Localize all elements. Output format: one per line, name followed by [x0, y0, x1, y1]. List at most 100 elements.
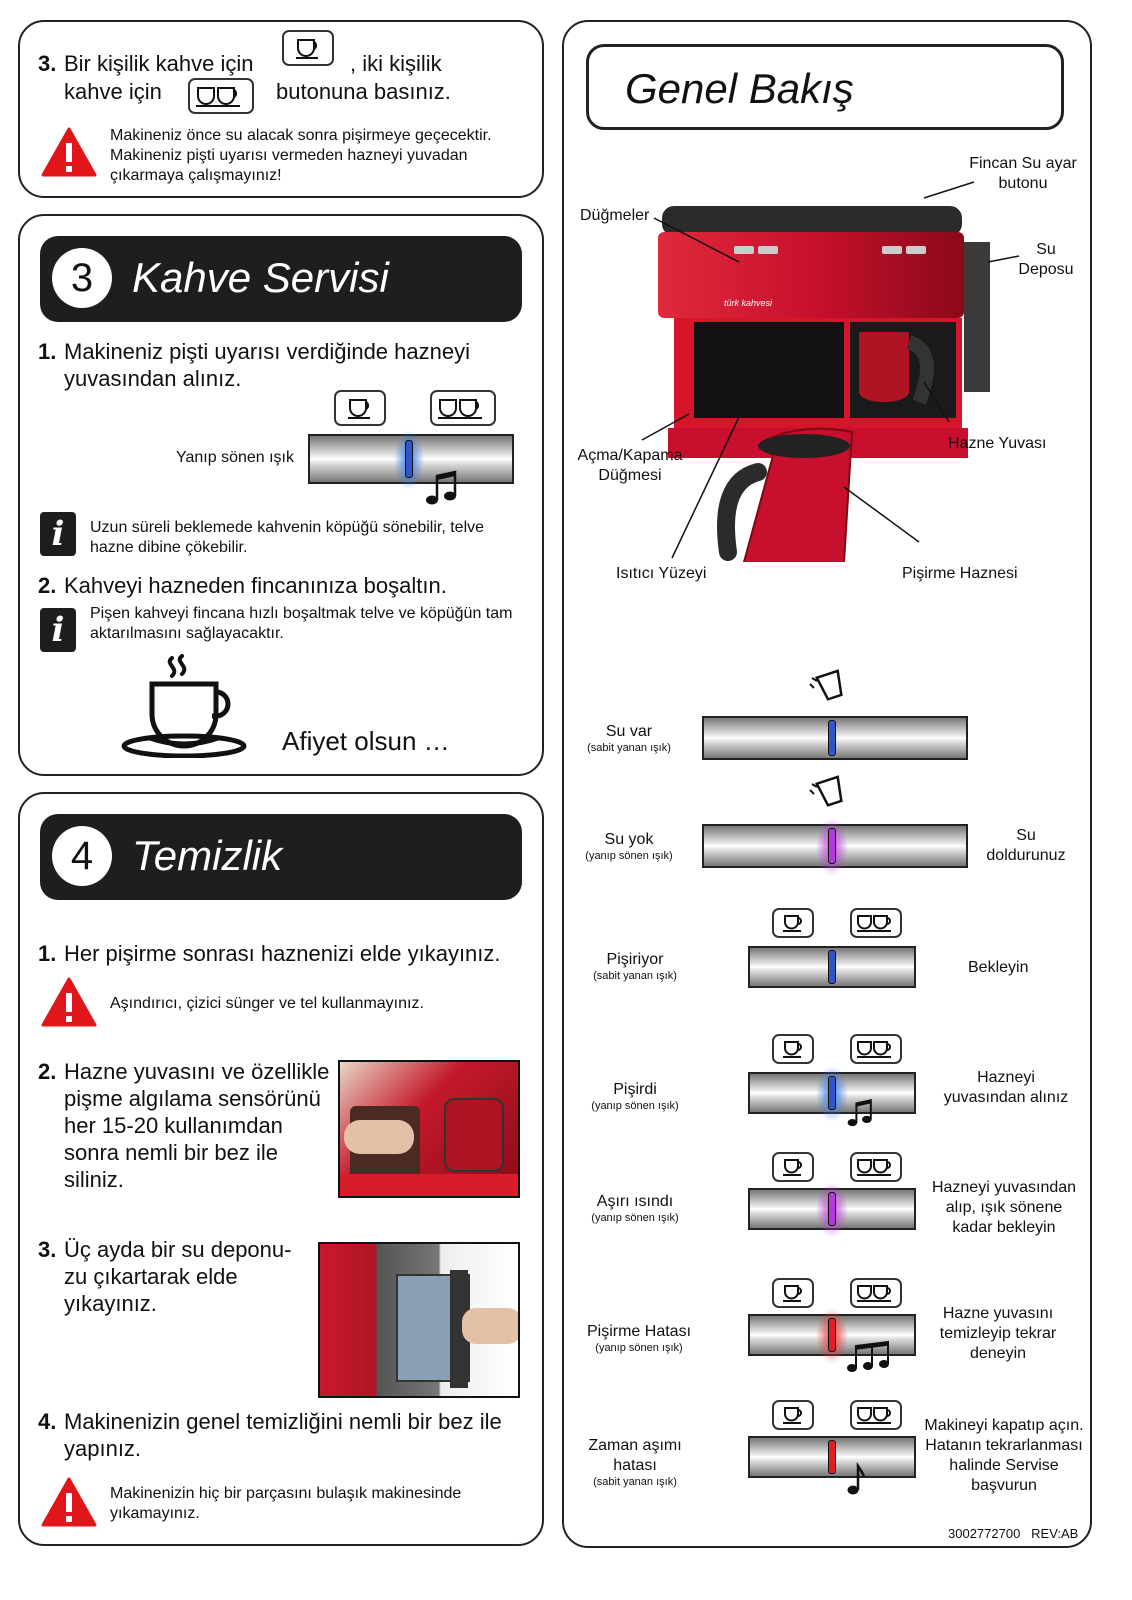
double-cup-button-icon: [850, 1034, 902, 1064]
sound-note-icon: [424, 468, 464, 513]
state-sub: (yanıp sönen ışık): [595, 1342, 683, 1354]
step-number: 1.: [38, 339, 57, 364]
single-cup-button-icon: [772, 1152, 814, 1182]
warning-icon: [40, 976, 98, 1033]
info-text: Pişen kahveyi fincana hızlı boşaltmak te…: [90, 605, 513, 642]
step-number: 3.: [38, 51, 57, 76]
coffee-machine-illustration: türk kahvesi: [654, 202, 994, 577]
indicator-light: [405, 440, 413, 478]
double-cup-button-icon: [850, 908, 902, 938]
step-number: 4.: [38, 1409, 57, 1434]
coffee-service-panel: 3 Kahve Servisi 1. Makineniz pişti uyarı…: [18, 214, 544, 776]
indicator-light: [828, 1192, 836, 1226]
step-text: Her pişirme sonrası haznenizi elde yıkay…: [64, 941, 501, 966]
label-isitici-yuzeyi: Isıtıcı Yüzeyi: [616, 565, 707, 582]
indicator-light: [828, 720, 836, 756]
step-text: Makinenizin genel temizliğini nemli bir …: [64, 1409, 502, 1461]
callout-lines: [641, 181, 1020, 559]
indicator-bar: [748, 1182, 916, 1238]
warning-text: Makineniz önce su alacak sonra pişirmeye…: [110, 127, 492, 184]
instruction-panel-top: 3. Bir kişilik kahve için , iki kişilik …: [18, 20, 544, 198]
indicator-bar: [748, 1436, 916, 1478]
double-cup-button-icon: [850, 1152, 902, 1182]
label-hazne-yuvasi: Hazne Yuvası: [948, 435, 1047, 452]
indicator-bar: [748, 946, 916, 988]
double-cup-button-icon: [188, 78, 254, 114]
cleaning-panel: 4 Temizlik 1. Her pişirme sonrası haznen…: [18, 792, 544, 1546]
state-name: Pişirme Hatası: [586, 1323, 692, 1340]
step-text: Kahveyi hazneden fincanınıza boşaltın.: [64, 573, 447, 598]
double-cup-button-icon: [850, 1278, 902, 1308]
section-title: Temizlik: [132, 832, 283, 879]
indicator-light: [828, 1076, 836, 1110]
state-action: Hazneyi yuvasından alıp, ışık sönene kad…: [931, 1179, 1077, 1236]
step-number: 2.: [38, 1059, 57, 1084]
step-number: 3.: [38, 1237, 57, 1262]
enjoy-text: Afiyet olsun …: [282, 726, 450, 756]
indicator-light: [828, 1318, 836, 1352]
sound-note-icon: [846, 1096, 878, 1135]
warning-icon: [40, 1476, 98, 1533]
indicator-light: [828, 950, 836, 984]
warning-icon: [40, 126, 98, 183]
info-icon: i: [40, 608, 76, 652]
document-code: 3002772700 REV:AB: [948, 1526, 1079, 1541]
state-name: Zaman aşımı hatası: [588, 1437, 682, 1474]
step-number: 1.: [38, 941, 57, 966]
state-sub: (yanıp sönen ışık): [591, 1212, 679, 1224]
single-cup-button-icon: [772, 1400, 814, 1430]
overview-title: Genel Bakış: [625, 65, 854, 112]
state-action: Hazneyi yuvasından alınız: [943, 1069, 1069, 1106]
indicator-bar: [308, 430, 514, 490]
section-header: 4 Temizlik: [40, 814, 522, 900]
warning-text: Makinenizin hiç bir parçasını bulaşık ma…: [110, 1485, 462, 1522]
state-sub: (yanıp sönen ışık): [585, 850, 673, 862]
state-name: Aşırı ısındı: [596, 1193, 674, 1210]
section-number: 4: [52, 826, 112, 886]
state-name: Pişirdi: [613, 1081, 657, 1098]
info-text: Uzun süreli beklemede kahvenin köpüğü sö…: [90, 519, 485, 556]
state-name: Su var: [605, 723, 653, 740]
indicator-bar: [702, 716, 968, 760]
warning-text: Aşındırıcı, çizici sünger ve tel kullanm…: [110, 995, 424, 1012]
step-text: butonuna basınız.: [276, 79, 451, 104]
sound-notes-icon: [846, 1340, 898, 1379]
step-text: Bir kişilik kahve için: [64, 51, 254, 76]
double-cup-button-icon: [850, 1400, 902, 1430]
double-cup-button-icon: [430, 390, 496, 426]
state-sub: (sabit yanan ışık): [593, 970, 677, 982]
state-action: Makineyi kapatıp açın. Hatanın tekrarlan…: [924, 1417, 1084, 1494]
single-cup-button-icon: [772, 1278, 814, 1308]
water-tank-photo: [318, 1242, 520, 1398]
step-text: kahve için: [64, 79, 162, 104]
sound-note-icon: [846, 1461, 866, 1501]
light-label: Yanıp sönen ışık: [176, 449, 294, 466]
brand-label: türk kahvesi: [724, 298, 773, 308]
cleaning-sensor-photo: [338, 1060, 520, 1198]
state-name: Pişiriyor: [606, 951, 664, 968]
label-su-deposu: Su Deposu: [1018, 241, 1074, 278]
single-cup-button-icon: [772, 908, 814, 938]
overview-title-box: Genel Bakış: [586, 44, 1064, 130]
step-text: Makineniz pişti uyarısı verdiğinde hazne…: [64, 339, 470, 391]
label-pisirme-haznesi: Pişirme Haznesi: [902, 565, 1018, 582]
step-text: Hazne yuvasını ve özellikle pişme algıla…: [64, 1059, 330, 1192]
label-fincan-su: Fincan Su ayar butonu: [969, 155, 1077, 192]
state-sub: (sabit yanan ışık): [593, 1476, 677, 1488]
state-name: Su yok: [604, 831, 654, 848]
coffee-cup-icon: [120, 654, 250, 763]
state-action: Su doldurunuz: [986, 827, 1066, 864]
single-cup-button-icon: [772, 1034, 814, 1064]
state-sub: (sabit yanan ışık): [587, 742, 671, 754]
water-glass-icon: [808, 774, 848, 813]
water-glass-icon: [808, 668, 848, 707]
indicator-bar: [748, 1066, 916, 1122]
step-text: Üç ayda bir su deponu-zu çıkartarak elde…: [64, 1237, 292, 1316]
section-header: 3 Kahve Servisi: [40, 236, 522, 322]
section-number: 3: [52, 248, 112, 308]
state-action: Bekleyin: [968, 959, 1029, 976]
single-cup-button-icon: [282, 30, 334, 66]
indicator-light: [828, 828, 836, 864]
state-action: Hazne yuvasını temizleyip tekrar deneyin: [939, 1305, 1057, 1362]
overview-panel: Genel Bakış türk kahvesi: [562, 20, 1092, 1548]
